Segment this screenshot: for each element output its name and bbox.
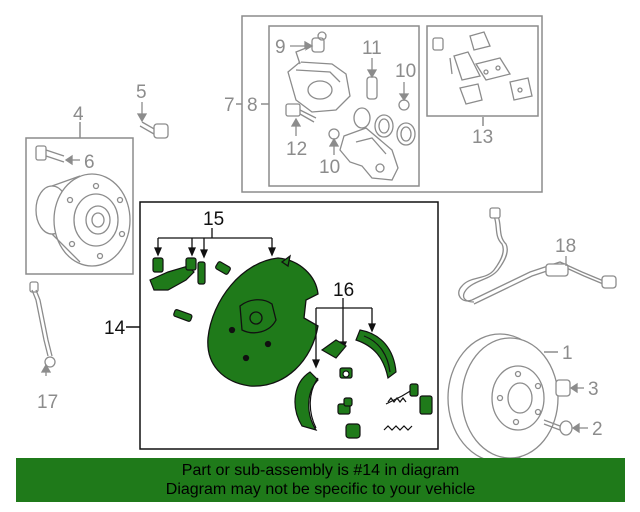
callout-14: 14: [104, 318, 126, 339]
callout-11: 11: [362, 38, 382, 59]
hardware-15-drawing: [149, 257, 231, 322]
callout-9: 9: [275, 37, 286, 58]
boot-10-bottom-drawing: [328, 128, 340, 155]
banner-line-1: Part or sub-assembly is #14 in diagram: [181, 462, 460, 479]
brake-shoes-drawing: [294, 329, 397, 432]
callout-16: 16: [333, 280, 354, 301]
leader-15: [154, 228, 276, 259]
guide-pin-drawing: [366, 58, 378, 100]
bleeder-screw-drawing: [290, 31, 327, 53]
callout-13: 13: [472, 127, 493, 148]
callout-2: 2: [592, 419, 603, 440]
callout-18: 18: [555, 236, 576, 257]
hub-stud-drawing: [35, 145, 80, 166]
callout-3: 3: [588, 379, 599, 400]
callout-10-bottom: 10: [319, 157, 340, 178]
highlight-banner: Part or sub-assembly is #14 in diagram D…: [16, 458, 625, 502]
caliper-subassembly-box: [268, 25, 420, 187]
callout-4: 4: [73, 104, 84, 125]
wheel-hub-drawing: [35, 173, 131, 267]
callout-7: 7: [224, 95, 235, 116]
caliper-bolt-drawing: [285, 103, 317, 136]
abs-sensor-drawing: [458, 207, 617, 305]
callout-17: 17: [37, 392, 58, 413]
callout-12: 12: [286, 139, 307, 160]
callout-1: 1: [562, 343, 573, 364]
bolt-5-drawing: [136, 102, 169, 139]
piston-seals-drawing: [353, 107, 416, 146]
caliper-housing-drawing: [287, 47, 351, 113]
brake-rotor-drawing: [447, 333, 559, 460]
brake-pads-drawing: [432, 31, 533, 105]
callout-15: 15: [203, 209, 224, 230]
caliper-bracket-drawing: [339, 127, 399, 181]
callout-10-top: 10: [395, 61, 416, 82]
backing-plate-drawing: [207, 254, 319, 387]
callout-5: 5: [136, 82, 147, 103]
assembly-14-box: [139, 201, 439, 450]
banner-line-2: Diagram may not be specific to your vehi…: [165, 481, 476, 498]
boot-10-top-drawing: [398, 82, 410, 111]
pad-kit-box: [426, 25, 539, 117]
nut-3-drawing: [555, 379, 584, 397]
callout-8: 8: [247, 95, 258, 116]
parts-diagram: 7 8 9 11 10 12: [25, 15, 617, 460]
caliper-group: [236, 15, 543, 193]
brake-hose-drawing: [29, 281, 56, 376]
adjuster-springs-drawing: [337, 383, 433, 439]
callout-6: 6: [84, 152, 95, 173]
screw-2-drawing: [543, 419, 588, 436]
